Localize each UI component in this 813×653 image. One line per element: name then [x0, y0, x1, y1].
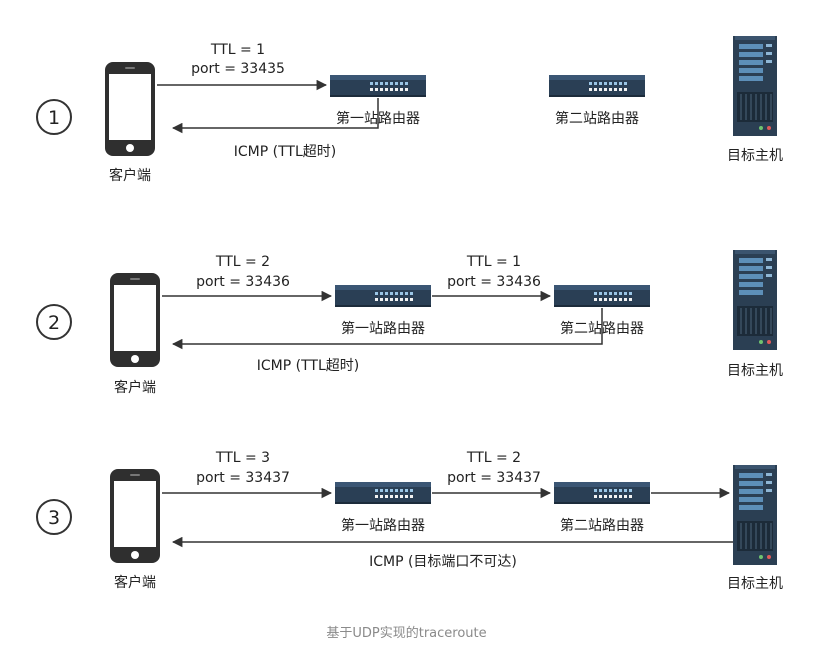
router2-label: 第二站路由器 — [555, 110, 639, 127]
reply-label: ICMP (目标端口不可达) — [369, 554, 517, 570]
reply-arrow — [171, 98, 379, 134]
step-number-2: 2 — [36, 304, 72, 340]
router1-icon — [335, 285, 431, 307]
figure-caption: 基于UDP实现的traceroute — [326, 626, 487, 641]
target-server-icon — [732, 35, 778, 137]
reply-arrow — [171, 308, 603, 350]
hop-ttl-label: TTL = 1 — [466, 254, 521, 270]
hop-ttl-label: TTL = 2 — [466, 450, 521, 466]
out-port-label: port = 33436 — [196, 274, 290, 290]
out-port-label: port = 33435 — [191, 61, 285, 77]
client-label: 客户端 — [114, 574, 156, 591]
step-number-3: 3 — [36, 499, 72, 535]
svg-text:3: 3 — [48, 507, 60, 529]
reply-label: ICMP (TTL超时) — [257, 358, 359, 374]
client-label: 客户端 — [114, 379, 156, 396]
router1-icon — [330, 75, 426, 97]
router1-label: 第一站路由器 — [341, 517, 425, 534]
svg-text:2: 2 — [48, 312, 60, 334]
step-2: 2 客户端 第一站路由器 第二站路由器 目标主机 TTL = 2 port = … — [36, 249, 783, 396]
out-ttl-label: TTL = 1 — [210, 42, 265, 58]
client-phone-icon — [110, 469, 160, 563]
out-ttl-label: TTL = 3 — [215, 450, 270, 466]
router1-label: 第一站路由器 — [341, 320, 425, 337]
out-port-label: port = 33437 — [196, 470, 290, 486]
target-label: 目标主机 — [727, 148, 783, 164]
router2-icon — [554, 482, 650, 504]
reply-label: ICMP (TTL超时) — [234, 144, 336, 160]
out-ttl-label: TTL = 2 — [215, 254, 270, 270]
target-server-icon — [732, 464, 778, 566]
svg-text:1: 1 — [48, 107, 60, 129]
hop-port-label: port = 33437 — [447, 470, 541, 486]
step-number-1: 1 — [36, 99, 72, 135]
target-label: 目标主机 — [727, 576, 783, 592]
client-phone-icon — [110, 273, 160, 367]
router1-icon — [335, 482, 431, 504]
router2-icon — [554, 285, 650, 307]
client-phone-icon — [105, 62, 155, 156]
target-label: 目标主机 — [727, 363, 783, 379]
hop-port-label: port = 33436 — [447, 274, 541, 290]
step-1: 1 客户端 第一站路由器 第二站路由器 目标主机 TTL = 1 port = … — [36, 35, 783, 184]
target-server-icon — [732, 249, 778, 351]
client-label: 客户端 — [109, 167, 151, 184]
step-3: 3 客户端 第一站路由器 第二站路由器 目标主机 TTL = 3 port = … — [36, 450, 783, 592]
router2-label: 第二站路由器 — [560, 517, 644, 534]
router2-icon — [549, 75, 645, 97]
